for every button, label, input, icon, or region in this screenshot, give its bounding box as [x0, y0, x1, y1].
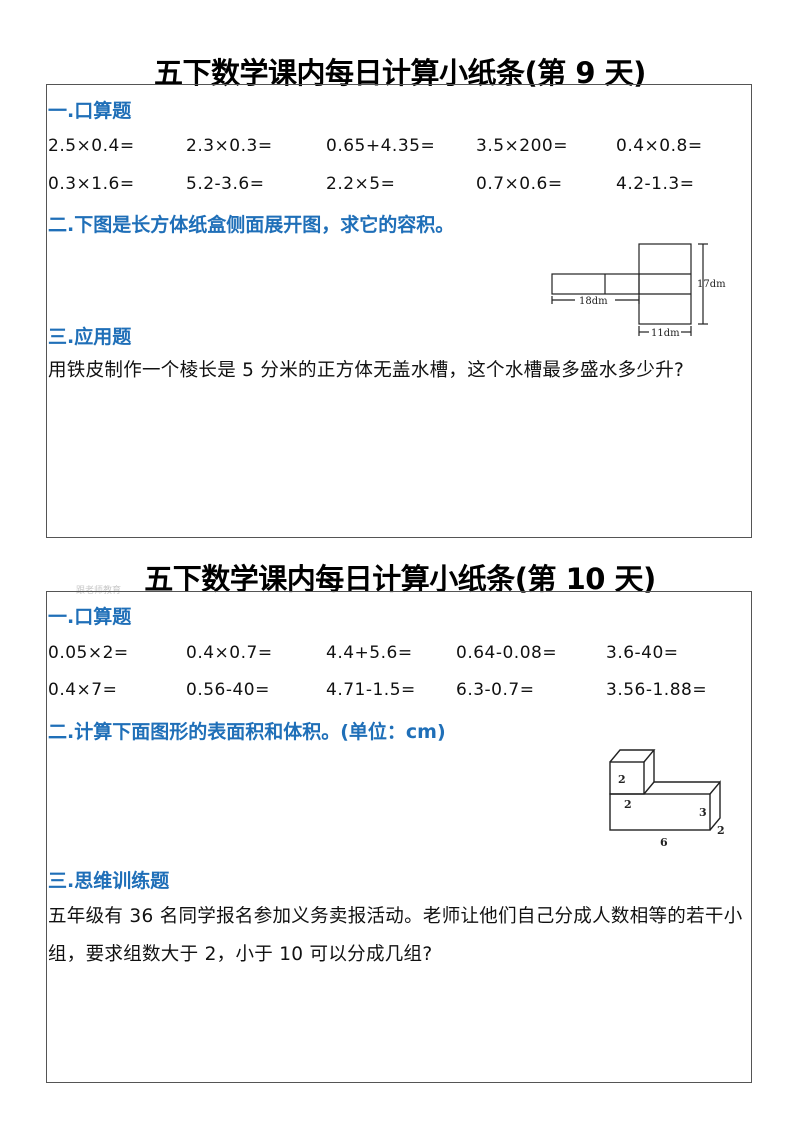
dimension-label: 11dm [651, 328, 680, 339]
section-heading-mental-math: 一.口算题 [48, 606, 132, 628]
exercise-item: 3.5×200= [476, 136, 568, 156]
problem-text: 用铁皮制作一个棱长是 5 分米的正方体无盖水槽，这个水槽最多盛水多少升? [48, 360, 685, 381]
section-heading-net-volume: 二.下图是长方体纸盒侧面展开图，求它的容积。 [48, 214, 455, 236]
exercise-item: 2.5×0.4= [48, 136, 135, 156]
solid-figure: 2 2 3 2 6 [609, 749, 725, 849]
exercise-item: 3.56-1.88= [606, 680, 708, 700]
problem-text: 五年级有 36 名同学报名参加义务卖报活动。老师让他们自己分成人数相等的若干小组… [48, 906, 743, 965]
exercise-item: 5.2-3.6= [186, 174, 265, 194]
page-title-day10: 五下数学课内每日计算小纸条(第 10 天) [144, 562, 656, 596]
exercise-item: 0.4×0.8= [616, 136, 703, 156]
box-net-figure: 17dm 18dm 11dm [551, 243, 726, 339]
dimension-label: 3 [699, 806, 707, 819]
exercise-item: 0.7×0.6= [476, 174, 563, 194]
worksheet-box-day10 [46, 591, 752, 1083]
dimension-label: 2 [618, 773, 626, 786]
exercise-item: 0.4×0.7= [186, 643, 273, 663]
exercise-item: 0.3×1.6= [48, 174, 135, 194]
exercise-item: 0.64-0.08= [456, 643, 558, 663]
worksheet-box-day9 [46, 84, 752, 538]
section-heading-surface-volume: 二.计算下面图形的表面积和体积。(单位：cm) [48, 721, 446, 743]
dimension-label: 18dm [579, 296, 608, 307]
section-heading-word-problem: 三.应用题 [48, 326, 132, 348]
exercise-item: 2.2×5= [326, 174, 396, 194]
exercise-item: 0.05×2= [48, 643, 129, 663]
section-heading-mental-math: 一.口算题 [48, 100, 132, 122]
exercise-item: 3.6-40= [606, 643, 679, 663]
exercise-item: 0.65+4.35= [326, 136, 436, 156]
dimension-label: 2 [624, 798, 632, 811]
exercise-item: 6.3-0.7= [456, 680, 535, 700]
exercise-item: 4.71-1.5= [326, 680, 416, 700]
dimension-label: 2 [717, 824, 725, 837]
exercise-item: 2.3×0.3= [186, 136, 273, 156]
dimension-label: 6 [660, 836, 668, 849]
section-heading-thinking-problem: 三.思维训练题 [48, 870, 170, 892]
dimension-label: 17dm [697, 279, 726, 290]
exercise-item: 0.4×7= [48, 680, 118, 700]
exercise-item: 4.4+5.6= [326, 643, 413, 663]
exercise-item: 4.2-1.3= [616, 174, 695, 194]
exercise-item: 0.56-40= [186, 680, 270, 700]
